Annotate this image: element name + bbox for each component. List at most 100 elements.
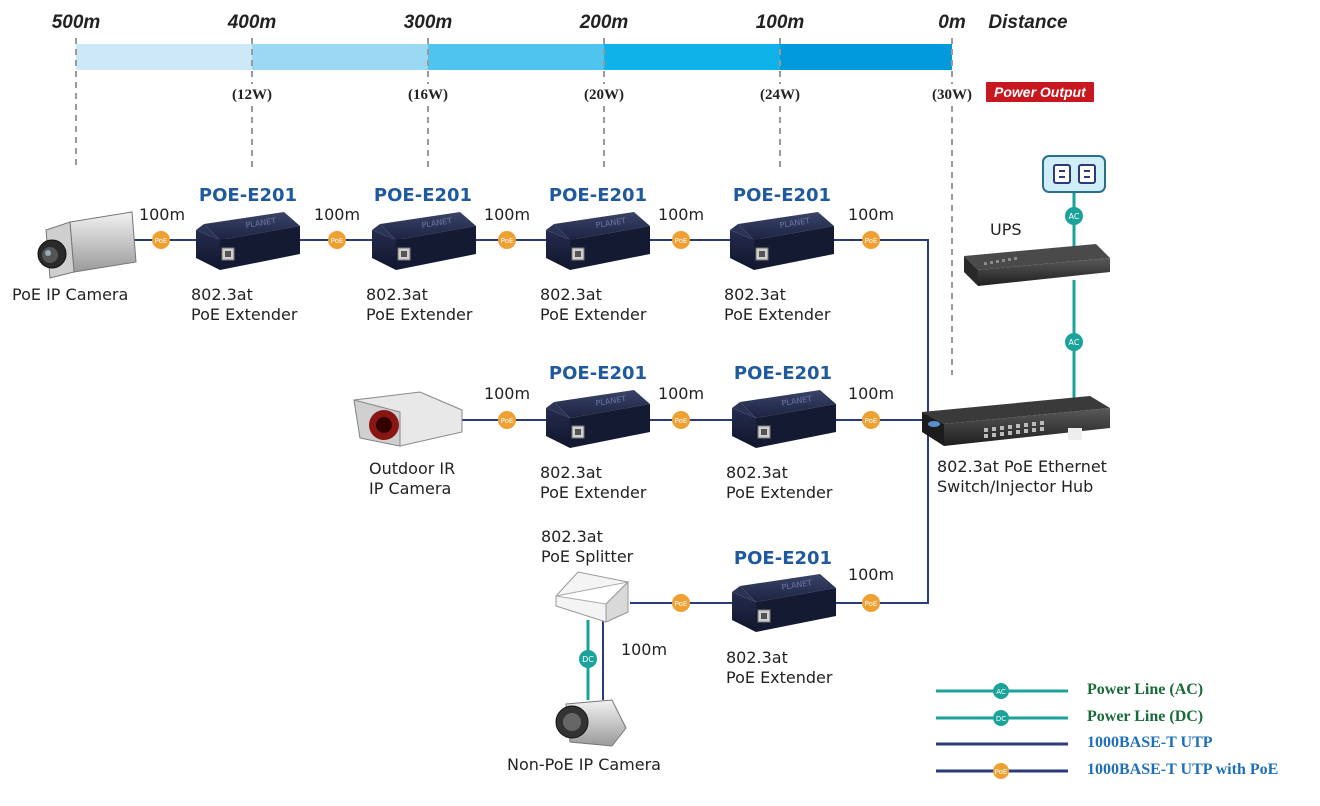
dc-badge: DC bbox=[993, 710, 1009, 726]
svg-text:PoE: PoE bbox=[675, 417, 688, 425]
ac-badge: AC bbox=[1065, 333, 1083, 351]
extender-caption: 802.3at PoE Extender bbox=[540, 285, 646, 325]
extender-caption-line1: 802.3at bbox=[366, 285, 428, 304]
extender-caption-line2: PoE Extender bbox=[726, 668, 833, 687]
model-name: POE-E201 bbox=[373, 185, 473, 206]
scale-label-400m: 400m bbox=[227, 12, 277, 33]
poe-badge: PoE bbox=[862, 411, 880, 429]
legend-dc-label: Power Line (DC) bbox=[1087, 708, 1204, 725]
model-name: POE-E201 bbox=[198, 185, 298, 206]
power-outlet-image bbox=[1042, 155, 1106, 193]
svg-text:PoE: PoE bbox=[501, 417, 514, 425]
segment-distance: 100m bbox=[138, 205, 186, 224]
watt-label-16w: (16W) bbox=[408, 87, 448, 103]
distance-scale-bar bbox=[76, 44, 952, 70]
segment-distance: 100m bbox=[620, 640, 668, 659]
scale-label-500m: 500m bbox=[51, 12, 101, 33]
extender-caption-line2: PoE Extender bbox=[540, 483, 647, 502]
scale-label-200m: 200m bbox=[579, 12, 629, 33]
legend-utp-label: 1000BASE-T UTP bbox=[1087, 734, 1213, 751]
extender-caption: 802.3at PoE Extender bbox=[726, 463, 832, 503]
splitter-label: 802.3at PoE Splitter bbox=[541, 527, 633, 567]
extender-caption: 802.3at PoE Extender bbox=[724, 285, 830, 325]
scale-label-300m: 300m bbox=[403, 12, 453, 33]
model-name: POE-E201 bbox=[548, 185, 648, 206]
poe-ip-camera-label: PoE IP Camera bbox=[12, 285, 129, 304]
poe-extender-4 bbox=[730, 211, 834, 271]
segment-distance: 100m bbox=[847, 205, 895, 224]
svg-text:PoE: PoE bbox=[865, 600, 878, 608]
poe-badge: PoE bbox=[498, 231, 516, 249]
model-name: POE-E201 bbox=[732, 185, 832, 206]
legend-lines bbox=[936, 689, 1068, 773]
poe-badge: PoE bbox=[498, 411, 516, 429]
power-output-badge: Power Output bbox=[986, 82, 1094, 102]
model-name: POE-E201 bbox=[548, 363, 648, 384]
extender-caption: 802.3at PoE Extender bbox=[366, 285, 472, 325]
svg-text:PoE: PoE bbox=[155, 237, 168, 245]
segment-distance: 100m bbox=[657, 205, 705, 224]
power-badges: AC AC DC AC DC bbox=[579, 207, 1083, 726]
svg-text:AC: AC bbox=[996, 688, 1006, 696]
extender-caption-line2: PoE Extender bbox=[724, 305, 831, 324]
extender-caption-line1: 802.3at bbox=[726, 463, 788, 482]
poe-extender-7 bbox=[732, 573, 836, 633]
poe-ip-camera-image bbox=[37, 211, 137, 279]
ac-badge: AC bbox=[1065, 207, 1083, 225]
outdoor-camera-label-line2: IP Camera bbox=[369, 479, 452, 498]
segment-distance: 100m bbox=[483, 205, 531, 224]
dc-badge: DC bbox=[579, 650, 597, 668]
svg-text:PoE: PoE bbox=[675, 237, 688, 245]
ups-image bbox=[964, 244, 1110, 286]
poe-badge: PoE bbox=[672, 411, 690, 429]
extender-caption-line1: 802.3at bbox=[724, 285, 786, 304]
legend-ac-label: Power Line (AC) bbox=[1087, 681, 1204, 698]
model-name: POE-E201 bbox=[733, 548, 833, 569]
outdoor-camera-label-line1: Outdoor IR bbox=[369, 459, 456, 478]
scale-guides bbox=[75, 38, 953, 375]
non-poe-camera-label: Non-PoE IP Camera bbox=[507, 755, 661, 774]
scale-label-100m: 100m bbox=[755, 12, 805, 33]
segment-distance: 100m bbox=[847, 384, 895, 403]
poe-badge: PoE bbox=[672, 594, 690, 612]
svg-text:DC: DC bbox=[996, 715, 1006, 723]
watt-label-20w: (20W) bbox=[584, 87, 624, 103]
segment-distance: 100m bbox=[313, 205, 361, 224]
extender-caption-line1: 802.3at bbox=[191, 285, 253, 304]
extender-caption: 802.3at PoE Extender bbox=[540, 463, 646, 503]
extender-caption: 802.3at PoE Extender bbox=[191, 285, 297, 325]
poe-splitter-image bbox=[555, 571, 630, 623]
outdoor-camera-image bbox=[353, 391, 463, 447]
extender-caption: 802.3at PoE Extender bbox=[726, 648, 832, 688]
watt-label-30w: (30W) bbox=[932, 87, 972, 103]
poe-extender-6 bbox=[732, 389, 836, 449]
ups-label: UPS bbox=[990, 220, 1022, 239]
extender-caption-line1: 802.3at bbox=[540, 463, 602, 482]
switch-label-line1: 802.3at PoE Ethernet bbox=[937, 457, 1107, 476]
svg-text:PoE: PoE bbox=[675, 600, 688, 608]
poe-switch-image bbox=[922, 396, 1110, 446]
extender-caption-line2: PoE Extender bbox=[540, 305, 647, 324]
svg-text:AC: AC bbox=[1069, 212, 1080, 221]
distance-label: Distance bbox=[988, 12, 1068, 33]
svg-text:PoE: PoE bbox=[501, 237, 514, 245]
poe-badge: PoE bbox=[993, 763, 1009, 779]
svg-text:DC: DC bbox=[582, 655, 594, 664]
poe-badge: PoE bbox=[152, 231, 170, 249]
poe-badges: PoE PoE PoE PoE PoE PoE PoE PoE PoE PoE … bbox=[152, 231, 1009, 779]
svg-text:PoE: PoE bbox=[995, 768, 1008, 776]
extender-caption-line1: 802.3at bbox=[726, 648, 788, 667]
switch-label-line2: Switch/Injector Hub bbox=[937, 477, 1094, 496]
scale-label-0m: 0m bbox=[938, 12, 966, 33]
splitter-label-line1: 802.3at bbox=[541, 527, 603, 546]
svg-text:PoE: PoE bbox=[865, 237, 878, 245]
poe-extender-5 bbox=[546, 389, 650, 449]
outdoor-camera-label: Outdoor IR IP Camera bbox=[369, 459, 455, 499]
poe-badge: PoE bbox=[328, 231, 346, 249]
non-poe-camera-image bbox=[555, 699, 627, 747]
legend-utp-poe-label: 1000BASE-T UTP with PoE bbox=[1087, 761, 1279, 778]
segment-distance: 100m bbox=[483, 384, 531, 403]
watt-label-12w: (12W) bbox=[232, 87, 272, 103]
ac-badge: AC bbox=[993, 683, 1009, 699]
